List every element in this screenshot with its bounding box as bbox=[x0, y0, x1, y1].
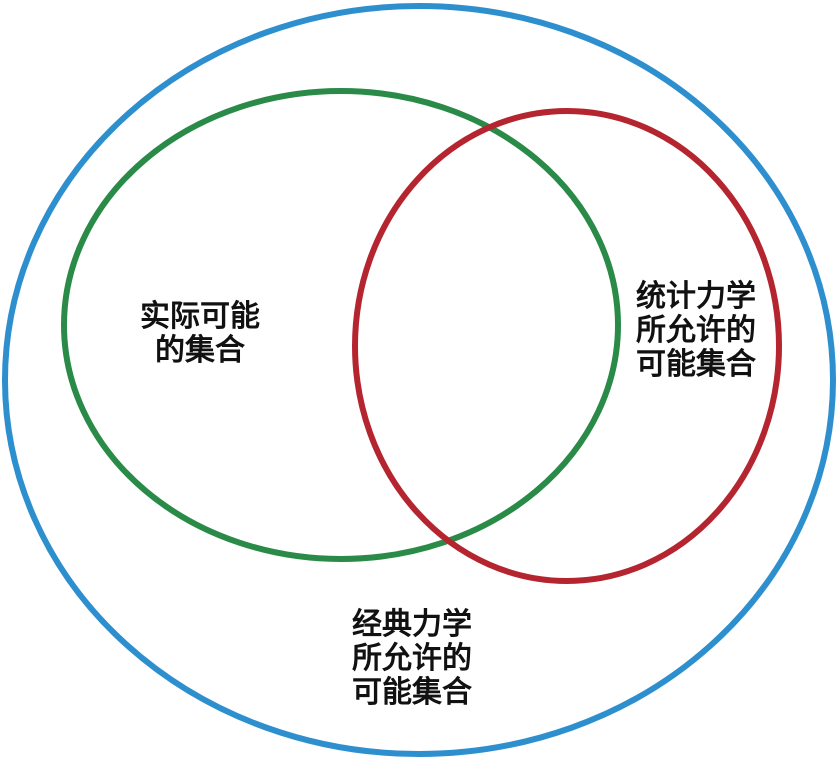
label-line: 可能集合 bbox=[352, 675, 472, 710]
label-line: 经典力学 bbox=[352, 607, 472, 642]
statistical-set-label: 统计力学 所允许的 可能集合 bbox=[636, 280, 756, 382]
label-line: 所允许的 bbox=[636, 313, 756, 348]
label-line: 可能集合 bbox=[636, 347, 756, 382]
label-line: 实际可能 bbox=[140, 299, 260, 334]
label-line: 所允许的 bbox=[352, 641, 472, 676]
classical-set-label: 经典力学 所允许的 可能集合 bbox=[352, 608, 472, 710]
label-line: 统计力学 bbox=[636, 279, 756, 314]
statistical-mechanics-set-circle bbox=[352, 108, 782, 584]
actual-possible-set-circle bbox=[61, 88, 621, 562]
actual-set-label: 实际可能 的集合 bbox=[140, 300, 260, 368]
label-line: 的集合 bbox=[155, 333, 245, 368]
classical-mechanics-set-circle bbox=[2, 3, 836, 757]
